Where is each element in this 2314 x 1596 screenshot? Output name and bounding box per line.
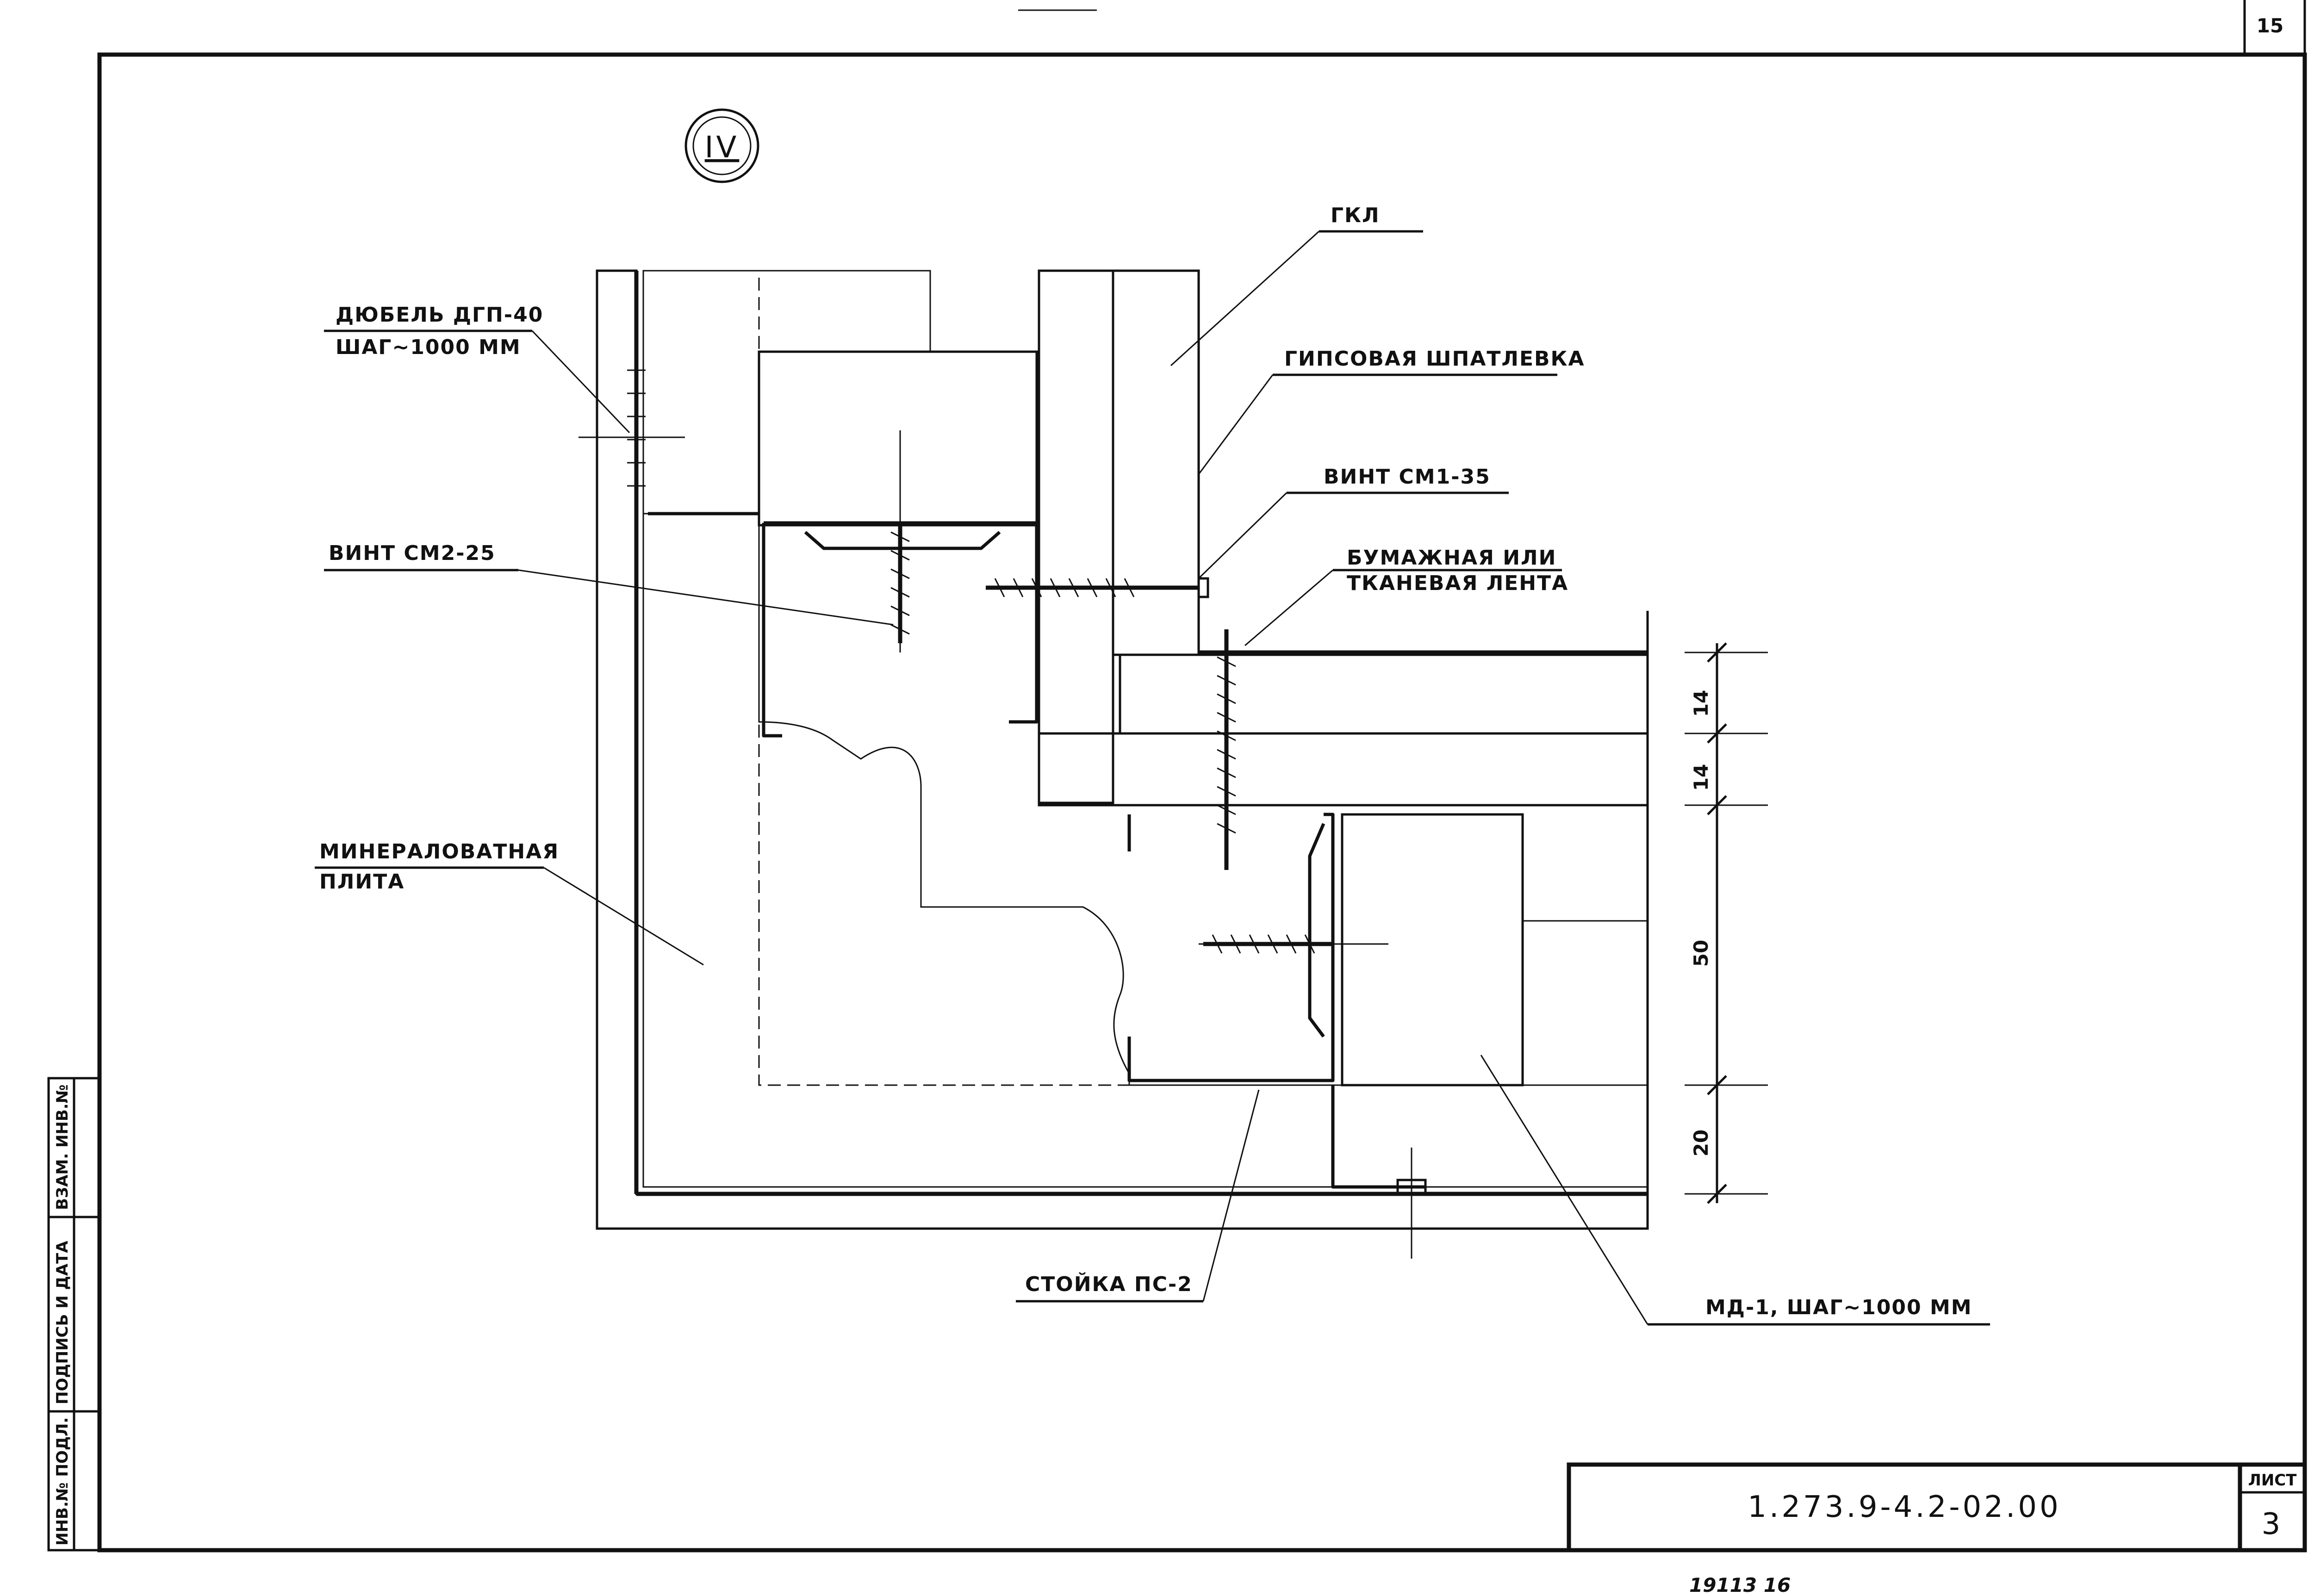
label-tape-line2: ТКАНЕВАЯ ЛЕНТА bbox=[1347, 571, 1568, 595]
drawing-code: 1.273.9-4.2-02.00 bbox=[1748, 1490, 2061, 1524]
label-tape: БУМАЖНАЯ ИЛИ ТКАНЕВАЯ ЛЕНТА bbox=[1244, 546, 1568, 646]
page-corner-number: 15 bbox=[2257, 14, 2283, 37]
label-dowel: ДЮБЕЛЬ ДГП-40 ШАГ~1000 ММ bbox=[324, 303, 630, 434]
side-stamp: ИНВ.№ ПОДЛ. ПОДПИСЬ И ДАТА ВЗАМ. ИНВ.№ bbox=[47, 1077, 101, 1552]
mineral-wool-main bbox=[642, 513, 1648, 1188]
stamp-sign-date: ПОДПИСЬ И ДАТА bbox=[53, 1241, 72, 1404]
screw-cm2 bbox=[890, 430, 910, 652]
label-stud: СТОЙКА ПС-2 bbox=[1016, 1089, 1260, 1303]
label-gkl: ГКЛ bbox=[1170, 204, 1423, 366]
bottom-anchor bbox=[1396, 1148, 1427, 1259]
label-stud-text: СТОЙКА ПС-2 bbox=[1025, 1272, 1193, 1296]
label-tape-line1: БУМАЖНАЯ ИЛИ bbox=[1347, 546, 1556, 570]
label-screw-cm2-text: ВИНТ СМ2-25 bbox=[329, 541, 496, 565]
stamp-replaced-inv: ВЗАМ. ИНВ.№ bbox=[53, 1084, 72, 1210]
footer-note: 19113 16 bbox=[1689, 1574, 1791, 1596]
screw-cm1-vertical bbox=[1217, 629, 1236, 870]
dim-50: 50 bbox=[1690, 940, 1712, 967]
section-drawing bbox=[578, 269, 1649, 1259]
hidden-contour bbox=[758, 278, 1343, 1086]
sheet-label: ЛИСТ bbox=[2248, 1471, 2297, 1490]
dowel-dgp40 bbox=[578, 361, 685, 514]
label-screw-cm2: ВИНТ СМ2-25 bbox=[324, 541, 894, 626]
sheet-frame bbox=[97, 52, 2307, 1553]
label-mineral-line1: МИНЕРАЛОВАТНАЯ bbox=[319, 840, 559, 863]
label-screw-cm1: ВИНТ СМ1-35 bbox=[1198, 465, 1509, 579]
label-gkl-text: ГКЛ bbox=[1331, 204, 1380, 227]
title-block: 1.273.9-4.2-02.00 ЛИСТ 3 bbox=[1567, 1462, 2307, 1553]
sheet-number: 3 bbox=[2262, 1507, 2283, 1541]
stud-profile-right bbox=[1127, 813, 1335, 1082]
label-putty-text: ГИПСОВАЯ ШПАТЛЕВКА bbox=[1284, 347, 1585, 371]
screw-cm1-horizontal bbox=[986, 577, 1209, 598]
gkl-vertical-outer bbox=[1038, 269, 1114, 804]
label-mineral: МИНЕРАЛОВАТНАЯ ПЛИТА bbox=[315, 840, 704, 966]
gkl-horizontal-bottom bbox=[1038, 732, 1649, 807]
dim-14-top: 14 bbox=[1690, 690, 1712, 717]
gkl-horizontal-top bbox=[1119, 653, 1649, 735]
dimension-chain: 14 14 50 20 bbox=[1685, 642, 1768, 1204]
detail-marker: IV bbox=[684, 108, 759, 183]
dim-20: 20 bbox=[1690, 1130, 1712, 1156]
gkl-vertical-inner bbox=[1112, 269, 1200, 656]
mineral-wool-slab bbox=[642, 270, 931, 515]
screw-stud-horizontal bbox=[1199, 934, 1388, 954]
detail-marker-label: IV bbox=[705, 130, 740, 165]
label-dowel-line1: ДЮБЕЛЬ ДГП-40 bbox=[336, 303, 543, 327]
dim-14-bottom: 14 bbox=[1690, 764, 1712, 791]
label-screw-cm1-text: ВИНТ СМ1-35 bbox=[1324, 465, 1491, 489]
stamp-inv-original: ИНВ.№ ПОДЛ. bbox=[53, 1417, 72, 1546]
label-dowel-line2: ШАГ~1000 ММ bbox=[336, 335, 521, 359]
label-md1-text: МД-1, ШАГ~1000 ММ bbox=[1705, 1296, 1972, 1319]
label-mineral-line2: ПЛИТА bbox=[319, 870, 404, 894]
top-right-tab bbox=[2243, 0, 2306, 55]
md1-hanger bbox=[1331, 1085, 1425, 1189]
label-putty: ГИПСОВАЯ ШПАТЛЕВКА bbox=[1198, 347, 1585, 475]
mineral-wool-right bbox=[1522, 920, 1648, 1086]
label-md1: МД-1, ШАГ~1000 ММ bbox=[1480, 1055, 1990, 1326]
